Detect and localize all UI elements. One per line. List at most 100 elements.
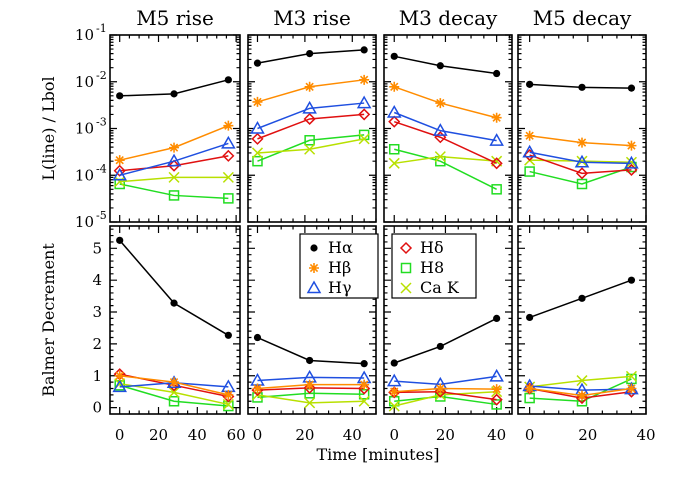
data-point <box>436 342 444 351</box>
data-point <box>577 137 587 148</box>
data-point <box>170 299 178 307</box>
series-line <box>119 155 229 172</box>
y-tick-label: 10-1 <box>75 22 107 44</box>
top-series-h- <box>252 74 370 107</box>
bottom-plot-frame <box>247 225 377 415</box>
data-point <box>575 392 589 405</box>
data-point <box>252 383 263 394</box>
bottom-series-h8 <box>524 373 637 407</box>
legend-label: Hα <box>328 238 353 257</box>
bottom-series-h- <box>526 276 636 322</box>
data-point <box>359 74 370 85</box>
data-point <box>390 359 398 367</box>
data-point <box>627 84 636 92</box>
y-tick-label: 5 <box>92 239 102 257</box>
data-point <box>433 123 448 136</box>
top-series-h- <box>251 108 371 145</box>
data-point <box>116 92 124 100</box>
data-point <box>577 390 587 401</box>
data-point <box>360 46 368 54</box>
bottom-series-h- <box>253 333 368 368</box>
top-series-h- <box>526 80 636 92</box>
data-point <box>169 377 180 388</box>
data-point <box>170 90 178 98</box>
legend-label: H8 <box>420 258 444 277</box>
data-point <box>169 142 180 153</box>
data-point <box>389 81 400 92</box>
x-tick-label: 0 <box>115 426 125 444</box>
bottom-plot-frame <box>383 225 513 415</box>
bottom-series-h- <box>252 379 370 394</box>
x-tick-label: 20 <box>436 426 455 444</box>
x-tick-label: 60 <box>227 426 246 444</box>
data-point <box>575 167 589 180</box>
x-tick-label: 20 <box>295 426 314 444</box>
x-axis-label: Time [minutes] <box>316 445 439 464</box>
x-tick-label: 40 <box>487 426 506 444</box>
data-point <box>576 155 588 167</box>
data-point <box>574 154 590 168</box>
series-line <box>119 239 229 336</box>
series-line <box>394 148 497 190</box>
x-tick-label: 0 <box>253 426 263 444</box>
legend-label: Hβ <box>328 258 351 277</box>
x-tick-label: 0 <box>525 426 535 444</box>
top-series-h- <box>390 52 501 78</box>
data-point <box>388 400 400 412</box>
y-tick-label: 4 <box>92 271 102 289</box>
top-series-h- <box>253 46 368 67</box>
y-tick-label: 10-2 <box>75 69 107 91</box>
legend-marker <box>306 280 322 294</box>
data-point <box>627 276 636 284</box>
top-plot-frame <box>517 34 647 223</box>
data-point <box>303 381 316 394</box>
data-point <box>113 164 126 177</box>
series-line <box>119 142 229 176</box>
bottom-series-h- <box>114 370 234 400</box>
data-point <box>524 166 535 177</box>
bottom-series-h- <box>116 236 232 339</box>
data-point <box>493 69 501 78</box>
y-axis-label-bottom: Balmer Decrement <box>39 243 58 397</box>
axis-ticks <box>518 34 647 414</box>
data-point <box>358 133 370 145</box>
data-point <box>304 379 315 390</box>
y-tick-label: 10-3 <box>75 116 107 138</box>
series-line <box>119 384 229 407</box>
data-point <box>626 140 637 151</box>
top-series-ca-k <box>251 133 370 159</box>
top-plot-frame <box>247 34 377 223</box>
data-point <box>388 157 400 169</box>
data-point <box>253 333 262 342</box>
data-point <box>434 151 446 163</box>
legend-label: Ca K <box>420 278 460 297</box>
data-point <box>434 385 447 398</box>
y-tick-base: 10 <box>75 213 94 231</box>
data-point <box>386 373 402 387</box>
series-line <box>393 317 497 364</box>
data-point <box>221 135 236 149</box>
data-point <box>252 96 263 107</box>
data-point <box>116 236 124 244</box>
series-line <box>257 113 365 140</box>
x-tick-label: 40 <box>188 426 207 444</box>
y-tick-exponent: -5 <box>96 209 107 222</box>
data-point <box>304 143 316 155</box>
data-point <box>358 395 370 407</box>
bottom-series-h- <box>389 383 502 397</box>
series-line <box>394 375 497 386</box>
data-point <box>386 104 402 118</box>
data-point <box>302 100 317 114</box>
data-point <box>356 95 372 109</box>
x-tick-label: 0 <box>389 426 399 444</box>
data-point <box>490 157 503 170</box>
data-point <box>389 386 400 397</box>
data-point <box>168 396 180 407</box>
data-point <box>522 144 537 158</box>
data-point <box>358 382 371 395</box>
top-series-ca-k <box>114 171 234 188</box>
data-point <box>526 313 534 322</box>
y-tick-label: 1 <box>92 367 102 385</box>
data-point <box>390 52 398 60</box>
